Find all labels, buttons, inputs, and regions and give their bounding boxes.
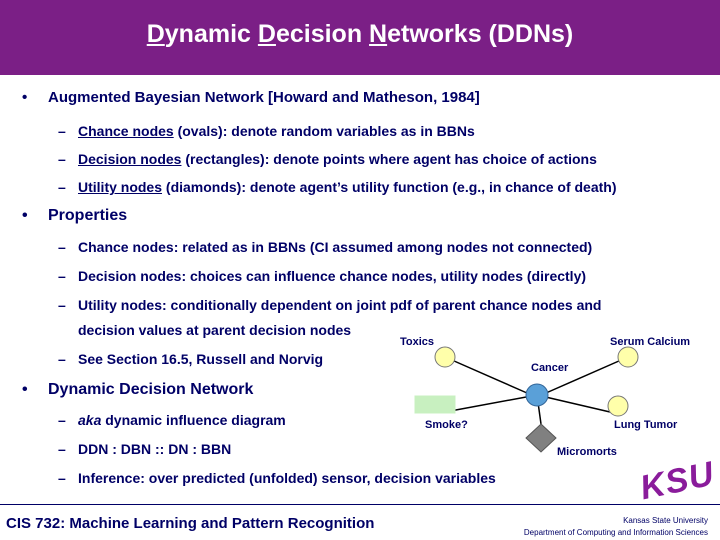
term-decision-nodes: Decision nodes xyxy=(78,151,182,167)
sub-utility-nodes: – Utility nodes (diamonds): denote agent… xyxy=(58,179,617,195)
sub-text: (diamonds): denote agent’s utility funct… xyxy=(162,179,617,195)
dash: – xyxy=(58,297,66,313)
dash: – xyxy=(58,151,66,167)
sub-chance-nodes: – Chance nodes (ovals): denote random va… xyxy=(58,123,475,139)
footer-course: CIS 732: Machine Learning and Pattern Re… xyxy=(6,515,375,532)
title-word-etworks: etworks (DDNs) xyxy=(387,20,574,48)
sub-text: dynamic influence diagram xyxy=(101,412,286,428)
label-cancer: Cancer xyxy=(531,362,569,374)
bullet-dot: • xyxy=(22,381,28,398)
toxics-node xyxy=(434,346,456,368)
label-serum-calcium: Serum Calcium xyxy=(610,336,690,348)
edge-cancer-smoke xyxy=(444,394,538,413)
bullet-dot: • xyxy=(22,207,28,224)
lung-tumor-node xyxy=(607,395,629,417)
bullet-dot: • xyxy=(22,89,28,106)
dash: – xyxy=(58,351,66,367)
label-toxics: Toxics xyxy=(400,336,434,348)
sub-properties-utility: – Utility nodes: conditionally dependent… xyxy=(58,297,602,313)
bullet-properties: • Properties xyxy=(22,207,128,225)
title-bar xyxy=(0,0,720,75)
bullet-text: Properties xyxy=(48,207,128,224)
dash: – xyxy=(58,123,66,139)
label-micromorts: Micromorts xyxy=(557,446,617,458)
italic-aka: aka xyxy=(78,412,102,428)
edge-cancer-lung xyxy=(536,394,611,413)
bullet-augmented: • Augmented Bayesian Network [Howard and… xyxy=(22,89,480,106)
sub-decision-nodes: – Decision nodes (rectangles): denote po… xyxy=(58,151,597,167)
title-initial-d: D xyxy=(146,20,165,48)
smoke-decision-node xyxy=(414,395,456,414)
footer-university: Kansas State University xyxy=(623,516,708,525)
dash: – xyxy=(58,470,66,486)
dash: – xyxy=(58,179,66,195)
edge-serum-cancer xyxy=(545,356,629,394)
title-initial-d2: D xyxy=(257,20,276,48)
cancer-node xyxy=(525,383,549,407)
sub-aka: – aka dynamic influence diagram xyxy=(58,412,286,428)
dash: – xyxy=(58,239,66,255)
slide-title: Dynamic Decision Networks (DDNs) xyxy=(0,20,720,49)
term-utility-nodes: Utility nodes xyxy=(78,179,163,195)
sub-see-section: – See Section 16.5, Russell and Norvig xyxy=(58,351,324,367)
title-initial-n: N xyxy=(369,20,388,48)
edge-toxics-cancer xyxy=(444,356,528,394)
title-word-ynamic: ynamic xyxy=(164,20,258,48)
sub-text: (ovals): denote random variables as in B… xyxy=(173,123,475,139)
bullet-ddn: • Dynamic Decision Network xyxy=(22,381,254,399)
sub-properties-utility-cont: decision values at parent decision nodes xyxy=(78,322,351,338)
footer-divider xyxy=(0,504,720,505)
title-word-ecision: ecision xyxy=(275,20,370,48)
dash: – xyxy=(58,441,66,457)
term-chance-nodes: Chance nodes xyxy=(78,123,174,139)
sub-text: decision values at parent decision nodes xyxy=(78,322,352,338)
sub-inference: – Inference: over predicted (unfolded) s… xyxy=(58,470,496,486)
dash: – xyxy=(58,412,66,428)
dash: – xyxy=(58,268,66,284)
bullet-text: Augmented Bayesian Network [Howard and M… xyxy=(48,89,480,106)
sub-text: Decision nodes: choices can influence ch… xyxy=(78,268,587,284)
sub-properties-decision: – Decision nodes: choices can influence … xyxy=(58,268,587,284)
bullet-text: Dynamic Decision Network xyxy=(48,381,254,398)
serum-calcium-node xyxy=(617,346,639,368)
footer-department: Department of Computing and Information … xyxy=(523,528,708,537)
sub-text: Utility nodes: conditionally dependent o… xyxy=(78,297,602,313)
sub-text: DDN : DBN :: DN : BBN xyxy=(78,441,232,457)
label-lung-tumor: Lung Tumor xyxy=(614,419,678,431)
sub-properties-chance: – Chance nodes: related as in BBNs (CI a… xyxy=(58,239,593,255)
sub-ddn-analogy: – DDN : DBN :: DN : BBN xyxy=(58,441,232,457)
sub-text: Inference: over predicted (unfolded) sen… xyxy=(78,470,496,486)
label-smoke: Smoke? xyxy=(425,419,468,431)
micromorts-utility-node xyxy=(525,423,557,453)
sub-text: (rectangles): denote points where agent … xyxy=(181,151,597,167)
sub-text: Chance nodes: related as in BBNs (CI ass… xyxy=(78,239,593,255)
sub-text: See Section 16.5, Russell and Norvig xyxy=(78,351,324,367)
